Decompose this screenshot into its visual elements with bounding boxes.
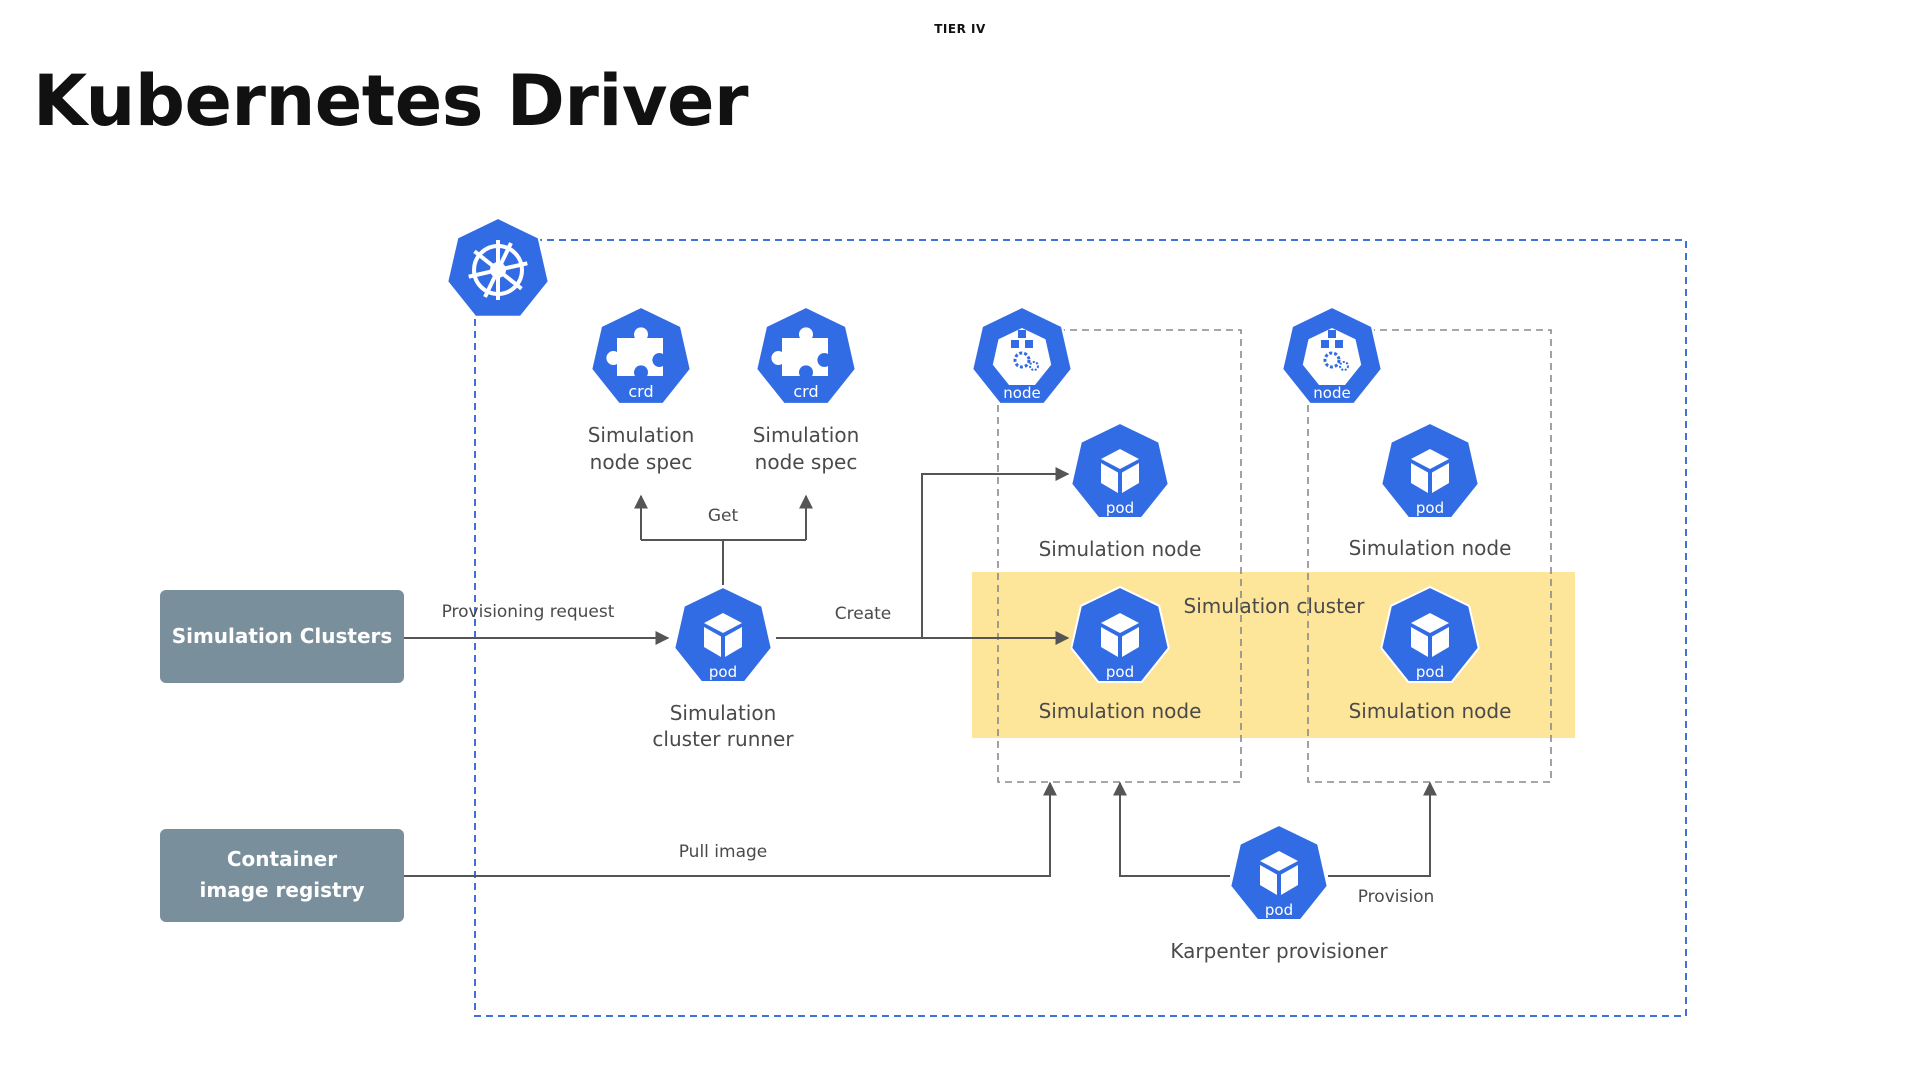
simulation-clusters-box[interactable] <box>160 590 404 683</box>
edge-label-provisioning-request: Provisioning request <box>442 602 615 622</box>
sim-node-br-caption: pod <box>1416 663 1444 681</box>
edge-label-create: Create <box>835 604 892 624</box>
sim-node-tl-label: Simulation node <box>1039 537 1202 561</box>
pod-icon-sim-node-br[interactable] <box>1380 585 1480 683</box>
pod-hexagon-shape <box>1380 585 1480 683</box>
container-registry-box[interactable] <box>160 829 404 922</box>
pod-icon-sim-node-bl[interactable] <box>1070 585 1170 683</box>
edge-label-pull-image: Pull image <box>679 842 768 862</box>
edge-provision-right <box>1328 781 1437 877</box>
node-right-caption: node <box>1313 384 1350 402</box>
sim-node-br-label: Simulation node <box>1349 699 1512 723</box>
crd-right-label-line1: Simulation <box>753 423 860 447</box>
node-glyph-left <box>1321 340 1329 348</box>
cube-top-face <box>1101 613 1139 633</box>
runner-label-line2: cluster runner <box>652 727 794 751</box>
cube-right-face <box>725 627 742 657</box>
page-title: Kubernetes Driver <box>33 60 748 142</box>
simulation-cluster-area <box>972 572 1575 738</box>
node-icon-right[interactable] <box>1281 305 1383 405</box>
pod-hexagon-shape <box>1380 421 1480 519</box>
cube-top-face <box>1411 613 1449 633</box>
crd-icon-right[interactable] <box>755 305 857 405</box>
cube-right-face <box>1432 627 1449 657</box>
node-inner-shape <box>992 328 1052 385</box>
karpenter-label: Karpenter provisioner <box>1170 939 1388 963</box>
cube-top-face <box>1101 449 1139 469</box>
pod-hexagon-shape <box>1070 585 1170 683</box>
sim-node-tl-caption: pod <box>1106 499 1134 517</box>
cube-left-face <box>704 627 721 657</box>
node-glyph-right <box>1025 340 1033 348</box>
cube-left-face <box>1101 463 1118 493</box>
edge-create-top <box>921 467 1070 638</box>
cube-left-face <box>1411 627 1428 657</box>
cube-right-face <box>1432 463 1449 493</box>
crd-left-label-line1: Simulation <box>588 423 695 447</box>
cube-left-face <box>1260 865 1277 895</box>
cube-left-face <box>1101 627 1118 657</box>
crd-left-caption: crd <box>628 382 653 401</box>
sim-node-tr-label: Simulation node <box>1349 536 1512 560</box>
simulation-clusters-label: Simulation Clusters <box>172 624 393 648</box>
simulation-cluster-label: Simulation cluster <box>1184 594 1366 618</box>
header-tag: TIER IV <box>934 22 986 36</box>
node-inner-shape <box>1302 328 1362 385</box>
pod-hexagon-shape <box>1229 823 1329 921</box>
runner-caption: pod <box>709 663 737 681</box>
edge-pull-image <box>404 781 1057 877</box>
cube-right-face <box>1122 463 1139 493</box>
cube-right-face <box>1122 627 1139 657</box>
node-glyph-right <box>1335 340 1343 348</box>
crd-icon-left[interactable] <box>590 305 692 405</box>
cube-top-face <box>704 613 742 633</box>
pod-icon-karpenter[interactable] <box>1229 823 1329 921</box>
node-gear-small <box>1339 361 1349 371</box>
puzzle-piece-shape <box>771 327 828 376</box>
crd-right-caption: crd <box>793 382 818 401</box>
karpenter-caption: pod <box>1265 901 1293 919</box>
kubernetes-logo-icon <box>446 216 550 318</box>
sim-node-tr-caption: pod <box>1416 499 1444 517</box>
runner-label-line1: Simulation <box>670 701 777 725</box>
pod-icon-sim-node-tl[interactable] <box>1070 421 1170 519</box>
node-gear-large <box>1323 351 1341 369</box>
crd-left-label-line2: node spec <box>590 450 693 474</box>
pod-icon-cluster-runner[interactable] <box>673 585 773 683</box>
pod-hexagon-shape <box>1070 421 1170 519</box>
puzzle-piece-shape <box>606 327 663 376</box>
cube-top-face <box>1411 449 1449 469</box>
cube-right-face <box>1281 865 1298 895</box>
container-registry-label-line1: Container <box>227 847 337 871</box>
node-glyph-top <box>1018 330 1026 338</box>
node-left-caption: node <box>1003 384 1040 402</box>
node-glyph-top <box>1328 330 1336 338</box>
container-registry-label-line2: image registry <box>200 878 365 902</box>
crd-right-label-line2: node spec <box>755 450 858 474</box>
node-gear-large <box>1013 351 1031 369</box>
kubernetes-cluster-boundary <box>474 239 1687 1017</box>
node-gear-small <box>1029 361 1039 371</box>
cube-top-face <box>1260 851 1298 871</box>
pod-hexagon-shape <box>673 585 773 683</box>
sim-node-bl-caption: pod <box>1106 663 1134 681</box>
pod-icon-sim-node-tr[interactable] <box>1380 421 1480 519</box>
edge-label-provision: Provision <box>1358 887 1435 907</box>
node-icon-left[interactable] <box>971 305 1073 405</box>
cube-left-face <box>1411 463 1428 493</box>
edge-provision-left <box>1113 781 1230 877</box>
node-glyph-left <box>1011 340 1019 348</box>
sim-node-bl-label: Simulation node <box>1039 699 1202 723</box>
edge-label-get: Get <box>708 506 739 526</box>
